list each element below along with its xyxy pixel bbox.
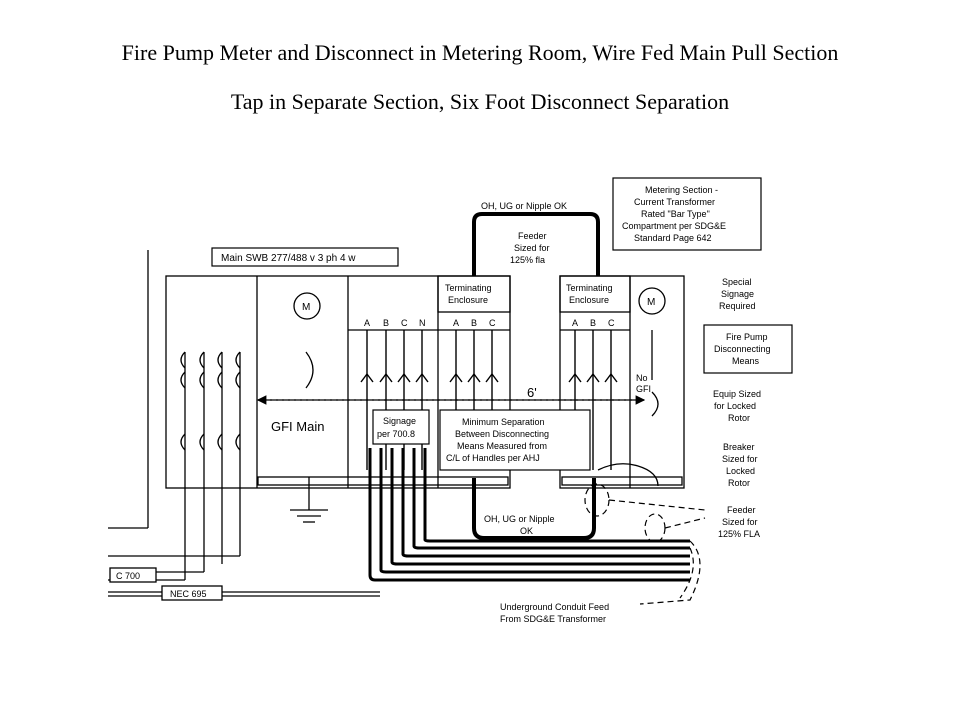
underground-dashed xyxy=(584,483,706,605)
nec-695-label: NEC 695 xyxy=(170,589,207,599)
phase-label-a2: A xyxy=(453,318,459,328)
feeder-bottom-line-1: Feeder xyxy=(727,505,756,515)
term-enclosure-right-1: Terminating xyxy=(566,283,613,293)
metering-section-line-2: Current Transformer xyxy=(634,197,715,207)
underground-feed-line-2: From SDG&E Transformer xyxy=(500,614,606,624)
no-gfi-line-2: GFI xyxy=(636,384,651,394)
feeder-top-line-2: Sized for xyxy=(514,243,550,253)
feeder-top-line-1: Feeder xyxy=(518,231,547,241)
fire-pump-disconnect-box xyxy=(703,324,793,374)
oh-ug-bottom-line-1: OH, UG or Nipple xyxy=(484,514,555,524)
metering-section-line-4: Compartment per SDG&E xyxy=(622,221,726,231)
breaker-sized-line-3: Locked xyxy=(726,466,755,476)
title-line-2: Tap in Separate Section, Six Foot Discon… xyxy=(230,89,730,114)
underground-feed-line-1: Underground Conduit Feed xyxy=(500,602,609,612)
special-signage-line-2: Signage xyxy=(721,289,754,299)
phase-label-b3: B xyxy=(590,318,596,328)
term-enclosure-right-2: Enclosure xyxy=(569,295,609,305)
phase-label-b1: B xyxy=(383,318,389,328)
metering-section-line-3: Rated "Bar Type" xyxy=(641,209,710,219)
phase-label-a1: A xyxy=(364,318,370,328)
breaker-sized-line-1: Breaker xyxy=(723,442,755,452)
min-sep-line-2: Between Disconnecting xyxy=(455,429,549,439)
fire-pump-section xyxy=(559,275,685,489)
meter-symbol-left: M xyxy=(302,302,310,313)
min-sep-line-3: Means Measured from xyxy=(457,441,547,451)
metering-section-line-1: Metering Section - xyxy=(645,185,718,195)
no-gfi-line-1: No xyxy=(636,373,648,383)
underground-conduit xyxy=(368,448,690,582)
term-enclosure-left-1: Terminating xyxy=(445,283,492,293)
metering-section-line-5: Standard Page 642 xyxy=(634,233,712,243)
equip-sized-line-1: Equip Sized xyxy=(713,389,761,399)
phase-label-b2: B xyxy=(471,318,477,328)
equip-sized-line-3: Rotor xyxy=(728,413,750,423)
equip-sized-line-2: for Locked xyxy=(714,401,756,411)
term-enclosure-left-2: Enclosure xyxy=(448,295,488,305)
breaker-sized-line-2: Sized for xyxy=(722,454,758,464)
signage-line-1: Signage xyxy=(383,416,416,426)
nec-700-label: C 700 xyxy=(116,571,140,581)
phase-label-c2: C xyxy=(489,318,496,328)
min-sep-line-1: Minimum Separation xyxy=(462,417,545,427)
feeder-top-line-3: 125% fla xyxy=(510,255,545,265)
phase-label-c1: C xyxy=(401,318,408,328)
metering-section-box xyxy=(612,177,762,251)
oh-ug-bottom-line-2: OK xyxy=(520,526,533,536)
feeder-top-loop xyxy=(472,212,600,540)
special-signage-line-1: Special xyxy=(722,277,752,287)
main-swb-box xyxy=(211,247,399,267)
oh-ug-top-label: OH, UG or Nipple OK xyxy=(481,201,567,211)
phase-label-n1: N xyxy=(419,318,426,328)
minimum-separation-box xyxy=(439,409,591,471)
feeder-bottom-line-3: 125% FLA xyxy=(718,529,760,539)
main-swb-label: Main SWB 277/488 v 3 ph 4 w xyxy=(221,253,356,264)
main-switchboard xyxy=(108,250,511,601)
gfi-main-label: GFI Main xyxy=(271,419,324,434)
separation-dim-label: 6' xyxy=(527,385,537,400)
title-line-1: Fire Pump Meter and Disconnect in Meteri… xyxy=(121,40,839,65)
min-sep-line-4: C/L of Handles per AHJ xyxy=(446,453,540,463)
fire-pump-disc-line-3: Means xyxy=(732,356,760,366)
signage-box xyxy=(372,409,430,445)
feeder-bottom-line-2: Sized for xyxy=(722,517,758,527)
breaker-sized-line-4: Rotor xyxy=(728,478,750,488)
meter-symbol-right: M xyxy=(647,297,655,308)
fire-pump-disc-line-1: Fire Pump xyxy=(726,332,768,342)
special-signage-line-3: Required xyxy=(719,301,756,311)
phase-label-c3: C xyxy=(608,318,615,328)
signage-line-2: per 700.8 xyxy=(377,429,415,439)
fire-pump-disc-line-2: Disconnecting xyxy=(714,344,771,354)
phase-label-a3: A xyxy=(572,318,578,328)
